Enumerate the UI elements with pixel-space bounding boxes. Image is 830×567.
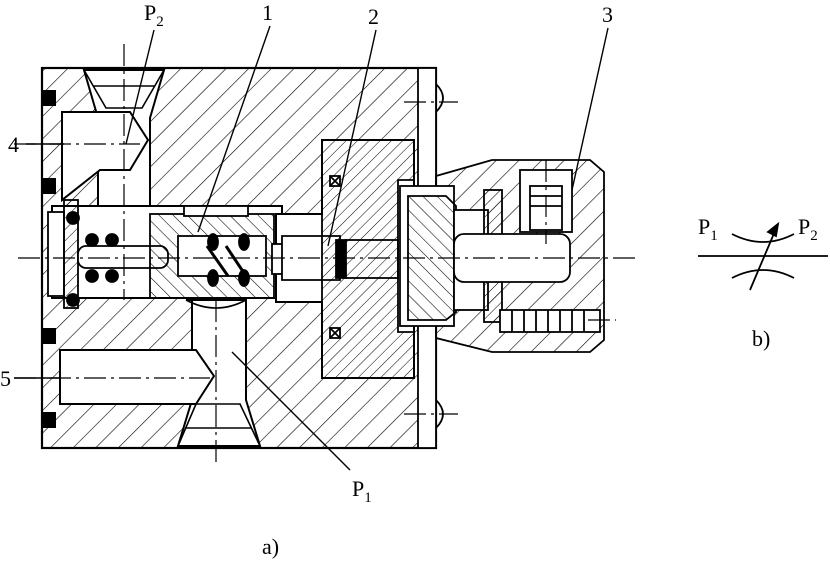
caption-a: a) — [262, 534, 279, 559]
throttle-symbol — [698, 221, 828, 291]
callout-2: 2 — [368, 4, 379, 29]
callout-4: 4 — [8, 132, 19, 157]
symbol-upper-arc — [731, 233, 795, 243]
callout-3: 3 — [602, 2, 613, 27]
adjust-bushing — [321, 139, 415, 379]
knob-assembly — [399, 159, 605, 353]
callout-5: 5 — [0, 366, 11, 391]
leader-lines — [14, 25, 609, 471]
label-p2: P2 — [144, 0, 164, 30]
center-lines — [14, 44, 640, 466]
labels-part-a: P2 1 2 3 4 5 P1 a) — [0, 0, 613, 559]
symbol-label-p2: P2 — [798, 214, 818, 244]
callout-1: 1 — [262, 0, 273, 25]
symbol-arrowhead — [766, 221, 780, 238]
throttle-sleeve — [149, 205, 275, 299]
labels-part-b: P1 P2 b) — [698, 214, 818, 351]
label-p1: P1 — [352, 476, 372, 506]
left-seals — [42, 90, 56, 428]
symbol-label-p1: P1 — [698, 214, 718, 244]
symbol-lower-arc — [731, 269, 795, 279]
caption-b: b) — [752, 326, 770, 351]
